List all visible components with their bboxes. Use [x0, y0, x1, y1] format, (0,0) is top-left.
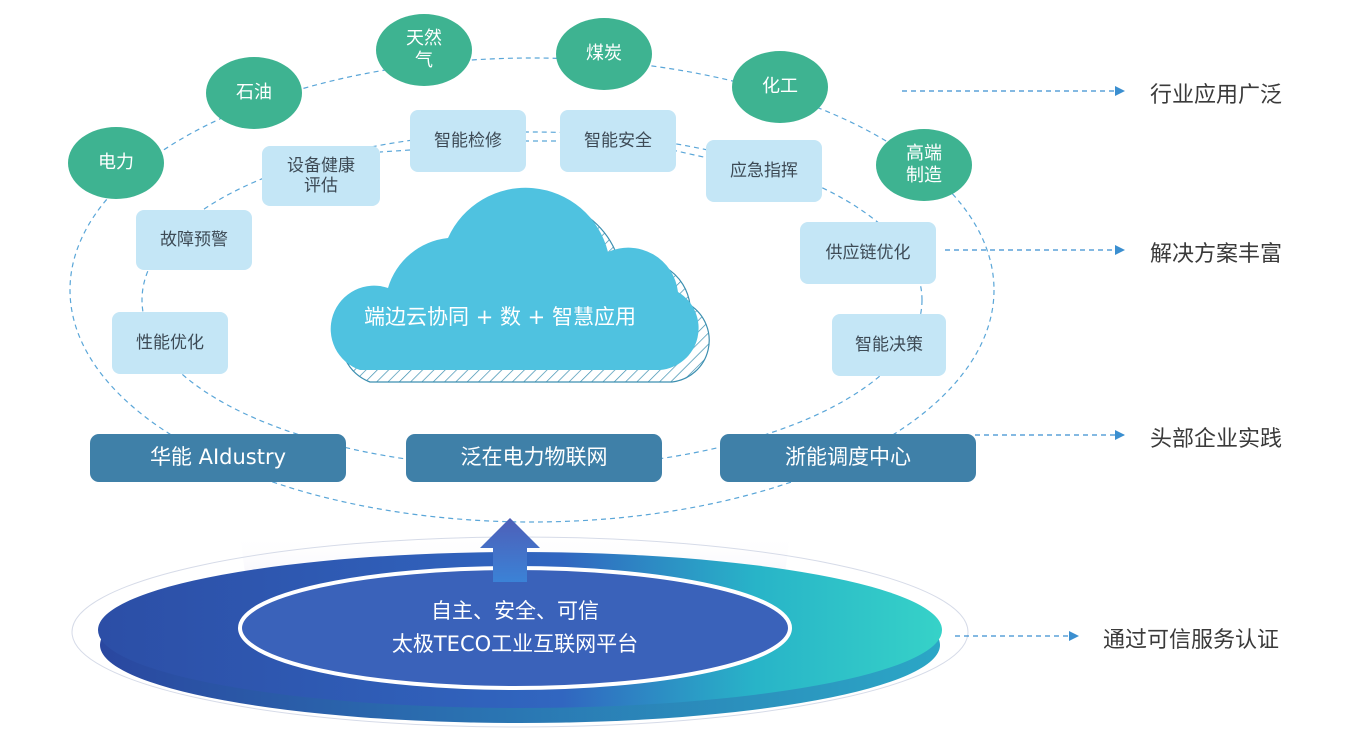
solution-label-maintenance: 智能检修	[434, 130, 502, 151]
enterprise-bar	[406, 434, 662, 482]
industry-node	[68, 127, 164, 199]
enterprise-bars	[90, 434, 976, 482]
industry-node	[732, 51, 828, 123]
platform-name: 太极TECO工业互联网平台	[391, 632, 639, 656]
solution-label-fault-warning: 故障预警	[160, 229, 228, 250]
enterprise-label-zheneng: 浙能调度中心	[785, 445, 911, 470]
solution-box	[560, 110, 676, 172]
solution-label-health-eval: 设备健康 评估	[287, 155, 355, 196]
platform-disk	[71, 536, 969, 728]
industry-node	[376, 14, 472, 86]
solution-box	[832, 314, 946, 376]
side-label-industry: 行业应用广泛	[1150, 83, 1283, 108]
platform-slogan: 自主、安全、可信	[431, 599, 599, 624]
solution-boxes	[112, 110, 946, 376]
inner-dashed-ring	[141, 131, 923, 469]
industry-label-oil: 石油	[236, 82, 272, 104]
enterprise-bar	[720, 434, 976, 482]
cloud-label: 端边云协同 + 数 + 智慧应用	[364, 305, 636, 330]
enterprise-bar	[90, 434, 346, 482]
solution-label-emergency: 应急指挥	[730, 160, 798, 181]
solution-label-safety: 智能安全	[584, 130, 652, 151]
side-arrows	[902, 86, 1125, 641]
solution-label-supply-chain: 供应链优化	[825, 242, 911, 263]
solution-box	[136, 210, 252, 270]
industry-node	[206, 57, 302, 129]
solution-box	[410, 110, 526, 172]
solution-box	[706, 140, 822, 202]
solution-label-performance: 性能优化	[136, 332, 204, 353]
solution-box	[112, 312, 228, 374]
up-arrow-icon	[480, 518, 540, 582]
solution-label-decision: 智能决策	[855, 334, 923, 355]
industry-label-chemical: 化工	[762, 76, 798, 98]
industry-nodes	[68, 14, 972, 201]
side-label-solution: 解决方案丰富	[1150, 242, 1283, 267]
industry-label-coal: 煤炭	[586, 43, 622, 65]
cloud-icon	[330, 187, 710, 383]
industry-label-gas: 天然 气	[406, 28, 442, 71]
industry-label-manufacturing: 高端 制造	[906, 143, 942, 186]
platform-label: 自主、安全、可信 太极TECO工业互联网平台	[300, 588, 730, 668]
industry-node	[556, 18, 652, 90]
industry-label-electric: 电力	[98, 152, 134, 174]
solution-box	[262, 146, 380, 206]
outer-dashed-ring	[69, 57, 995, 523]
industry-node	[876, 129, 972, 201]
side-label-trusted: 通过可信服务认证	[1103, 628, 1280, 653]
side-label-enterprise: 头部企业实践	[1150, 427, 1283, 452]
enterprise-label-fanzai: 泛在电力物联网	[460, 445, 608, 470]
enterprise-label-huaneng: 华能 AIdustry	[149, 445, 287, 470]
solution-box	[800, 222, 936, 284]
